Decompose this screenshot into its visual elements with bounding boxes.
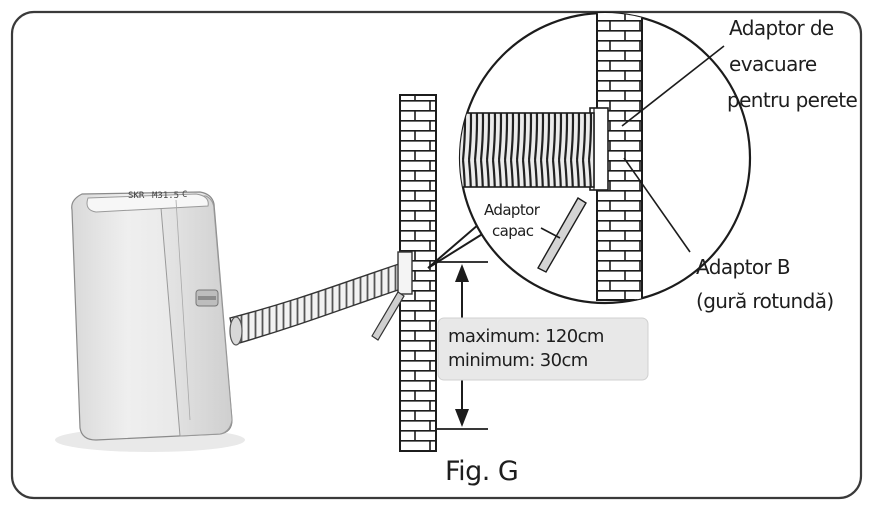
leader-lines bbox=[540, 45, 725, 253]
cap-adapter-label-line-1: Adaptor bbox=[484, 201, 540, 219]
height-dimension bbox=[436, 261, 649, 430]
magnified-hose bbox=[460, 112, 595, 188]
unit-display-text-1: SKR bbox=[128, 191, 145, 201]
figure-caption: Fig. G bbox=[445, 456, 519, 487]
adapter-b-label-line-2: (gură rotundă) bbox=[696, 289, 834, 313]
exhaust-adapter-label-line-2: evacuare bbox=[729, 52, 817, 76]
unit-display-text-2: M31.5 bbox=[152, 191, 179, 201]
magnifier-bubble bbox=[427, 11, 752, 305]
exhaust-adapter-label-line-1: Adaptor de bbox=[729, 16, 834, 40]
height-range-panel bbox=[437, 317, 649, 381]
air-conditioner-unit: SKR M31.5 C bbox=[55, 190, 245, 452]
min-height-text: minimum: 30cm bbox=[448, 350, 588, 371]
max-height-text: maximum: 120cm bbox=[448, 326, 604, 347]
adapter-b-label-line-1: Adaptor B bbox=[696, 255, 791, 279]
exhaust-adapter-label-line-3: pentru perete bbox=[727, 88, 858, 112]
magnified-cap bbox=[537, 197, 587, 273]
cap-adapter-label-line-2: capac bbox=[492, 222, 534, 240]
unit-display-text-3: C bbox=[182, 190, 187, 200]
wall-adapter bbox=[371, 251, 413, 341]
